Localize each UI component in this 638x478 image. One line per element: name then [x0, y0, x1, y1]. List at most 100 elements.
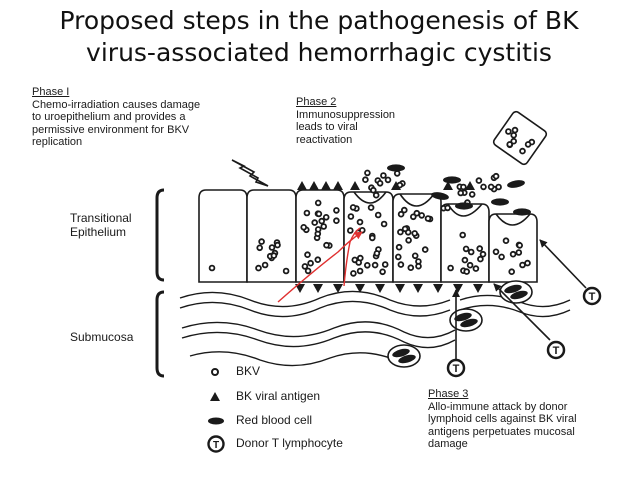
submucosa-fiber [179, 300, 451, 318]
submucosa-fiber [181, 331, 456, 349]
bkv-virion [492, 172, 500, 180]
bkv-virion [311, 219, 319, 226]
bk-viral-antigen [350, 181, 360, 190]
lysing-cell-membrane [495, 213, 531, 226]
blood-vessel [449, 308, 483, 332]
phase3-text-line: Allo-immune attack by donor [428, 400, 568, 413]
t-lymphocyte: T [446, 358, 466, 378]
bkv-virion [424, 215, 432, 222]
bkv-virion [394, 253, 402, 261]
bkv-virion [274, 241, 281, 249]
bkv-virion [472, 265, 480, 272]
bkv-virion [495, 183, 502, 191]
bkv-virion [487, 183, 495, 191]
bkv-virion [498, 253, 505, 261]
bkv-virion [463, 268, 471, 275]
bkv-virion [347, 213, 355, 220]
lysing-cell-membrane [399, 193, 435, 207]
bk-viral-antigen [453, 284, 463, 293]
t-circle-icon [207, 435, 225, 453]
bkv-virion [405, 237, 412, 244]
t-cell-glyph: T [453, 363, 460, 375]
bkv-virion [407, 264, 415, 272]
phase3-heading: Phase 3 [428, 388, 469, 400]
t-cell-glyph: T [589, 291, 596, 303]
bkv-virion [315, 210, 323, 218]
bkv-virion [466, 261, 474, 269]
bkv-virion [304, 251, 311, 259]
bkv-virion [475, 177, 483, 184]
bkv-virion [460, 183, 467, 191]
phase2-text-line: leads to viral [296, 121, 358, 134]
dot-icon [211, 368, 219, 376]
bkv-virion [373, 250, 381, 257]
bkv-virion [467, 248, 475, 256]
bk-viral-antigen [375, 284, 385, 293]
bkv-virion [320, 223, 328, 230]
bk-viral-antigen [333, 181, 343, 190]
annotation-arrow [343, 227, 361, 287]
bkv-virion [376, 180, 384, 187]
bkv-virion [444, 204, 451, 212]
phase2-heading: Phase 2 [296, 96, 337, 108]
legend-label-rbc: Red blood cell [236, 413, 313, 427]
bkv-virion [459, 231, 467, 239]
epithelium-label-line1: Transitional [70, 211, 132, 225]
epithelium-label: Transitional Epithelium [70, 211, 132, 239]
bkv-virions [208, 126, 536, 277]
bkv-virion [397, 228, 404, 236]
bkv-virion [314, 199, 322, 207]
submucosa-brace [155, 290, 165, 378]
bkv-virion [476, 245, 484, 252]
bkv-virion [380, 220, 388, 228]
bkv-virion [519, 261, 526, 269]
t-lymphocyte: T [582, 286, 602, 306]
t-circle-icon [546, 340, 566, 360]
bkv-virion [395, 243, 403, 251]
t-circle-icon [446, 358, 466, 378]
bkv-virion [300, 224, 308, 231]
submucosa-label: Submucosa [70, 330, 134, 344]
bk-viral-antigen [413, 284, 423, 293]
bkv-virion [447, 264, 454, 272]
oval-icon [208, 417, 224, 425]
bkv-virion [314, 226, 322, 233]
epithelium-label-line2: Epithelium [70, 224, 127, 239]
red-blood-cell [510, 290, 528, 300]
red-blood-cell [513, 208, 531, 216]
bkv-virion [333, 207, 340, 214]
submucosa-fiber [459, 304, 571, 318]
bkv-virion [356, 218, 364, 226]
bkv-virion [409, 213, 417, 221]
red-blood-cell [392, 348, 410, 358]
red-blood-cell [387, 164, 405, 172]
bkv-virion [368, 234, 376, 242]
bk-viral-antigen [321, 181, 331, 190]
bkv-virion [519, 147, 526, 155]
legend-t-glyph: T [213, 440, 219, 451]
bkv-virion [510, 131, 518, 139]
bkv-virion [356, 267, 364, 275]
bk-viral-antigen [433, 284, 443, 293]
bkv-virion [350, 270, 357, 277]
bkv-virion [477, 255, 484, 263]
bkv-virion [511, 126, 519, 134]
bkv-virion [508, 268, 516, 276]
phase1-label: Phase I Chemo-irradiation causes damage … [32, 86, 200, 149]
submucosa-fiber [189, 351, 401, 367]
bkv-virion [421, 246, 429, 253]
bkv-virion [462, 245, 470, 253]
bkv-virion [505, 128, 512, 135]
bk-viral-antigen [297, 181, 307, 190]
bkv-virion [333, 217, 340, 225]
red-blood-cell [431, 192, 449, 200]
bkv-virion [282, 267, 290, 275]
bk-viral-antigen [473, 284, 483, 293]
phase3-label: Phase 3 Allo-immune attack by donor lymp… [428, 388, 577, 451]
legend-label-antigen: BK viral antigen [236, 389, 321, 403]
bkv-virion [323, 241, 330, 249]
phase1-text-line: permissive environment for BKV [32, 123, 190, 136]
bkv-virion [384, 176, 392, 184]
bkv-virion [270, 252, 278, 259]
